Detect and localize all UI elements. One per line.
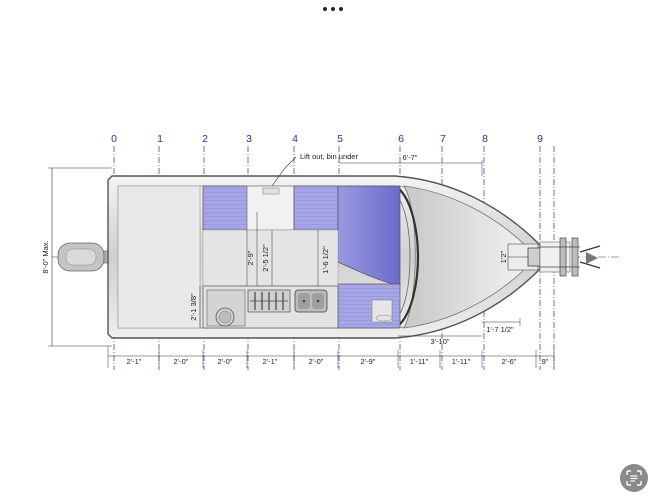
station-label: 5: [337, 133, 343, 145]
dot: [331, 7, 335, 11]
dim-1-6-half: 1'-6 1/2": [321, 246, 330, 274]
bottom-dim-label: 2'-0": [174, 357, 189, 366]
lift-out-leader: [271, 156, 297, 187]
more-options-icon[interactable]: [318, 2, 348, 16]
bottom-dim-label: 1'-11": [452, 357, 471, 366]
station-label: 0: [111, 133, 117, 145]
windscreen: [397, 187, 420, 327]
hatch-handle: [262, 187, 280, 195]
bow-deck: [403, 185, 529, 329]
bottom-dim-label: 2'-1": [263, 357, 278, 366]
dim-1-7-half-lines: [482, 318, 521, 326]
lift-out-label: Lift out, bin under: [300, 152, 358, 161]
dot: [339, 7, 343, 11]
mid-bench-port: [293, 185, 339, 231]
top-span-dimension: [339, 160, 483, 176]
windscreen-inner: [393, 191, 411, 323]
station-label: 9: [537, 133, 543, 145]
dim-1-7-half: 1'-7 1/2": [486, 325, 514, 334]
bottom-dim-label: 2'-9": [361, 357, 376, 366]
bottom-dim-label: 2'-0": [309, 357, 324, 366]
bow-fitting: [507, 237, 601, 277]
dot: [323, 7, 327, 11]
station-label: 8: [482, 133, 488, 145]
bottom-dim-label: 2'-1": [127, 357, 142, 366]
sink: [294, 289, 328, 313]
dim-1-2: 1'2": [499, 250, 508, 263]
bottom-dim-label: 2'-0": [218, 357, 233, 366]
bottom-dimension-chain: [107, 346, 555, 368]
station-label: 3: [246, 133, 252, 145]
dim-2-9: 2'-9": [246, 250, 255, 265]
bottom-dimension-labels: 2'-1" 2'-0" 2'-0" 2'-1" 2'-0" 2'-9" 1'-1…: [127, 357, 549, 366]
transom: [117, 185, 201, 329]
stove: [247, 289, 291, 313]
dim-2-1-3-8: 2'-1 3/8": [189, 293, 198, 321]
bottom-dim-label: 2'-6": [502, 357, 517, 366]
outboard-motor: [57, 242, 113, 272]
inner-dimension-lines: [199, 212, 319, 328]
station-label: 4: [292, 133, 298, 145]
bottom-dim-label: 9": [542, 357, 549, 366]
top-span-label: 6'-7": [403, 153, 418, 162]
beam-dimension: [48, 167, 112, 347]
station-label: 7: [440, 133, 446, 145]
aft-bench-port: [202, 185, 248, 231]
station-numbers: 0 1 2 3 4 5 6 7 8 9: [111, 133, 543, 145]
station-label: 1: [157, 133, 163, 145]
galley-step: [371, 299, 393, 323]
dim-2-5-half: 2'-5 1/2": [261, 244, 270, 272]
dim-3-10: 3'-10": [430, 337, 449, 346]
aft-floor: [202, 229, 339, 287]
head-toilet: [206, 289, 246, 327]
station-label: 2: [202, 133, 208, 145]
station-label: 6: [398, 133, 404, 145]
scan-glyph: [626, 470, 642, 486]
bottom-dim-label: 1'-11": [410, 357, 429, 366]
text-scan-icon[interactable]: [620, 464, 648, 492]
beam-max-label: 8'-0" Max.: [41, 240, 50, 273]
